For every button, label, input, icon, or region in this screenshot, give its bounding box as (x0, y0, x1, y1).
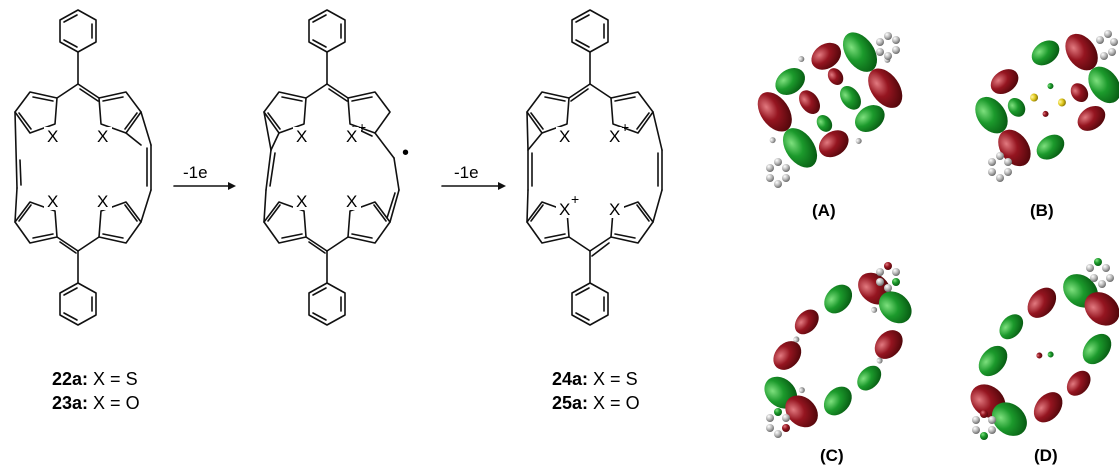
panel-label: (D) (1034, 446, 1058, 465)
heteroatom-label: X (47, 192, 58, 211)
heteroatom-label: X (559, 127, 570, 146)
orbital-panel-a: (A) (757, 32, 903, 220)
pyrrole-ring-top-left (263, 91, 307, 134)
charge-plus: + (571, 191, 579, 207)
heteroatom-label: X (97, 127, 108, 146)
heteroatom-label: X (559, 200, 570, 219)
radical-dot: • (402, 142, 409, 164)
phenyl-ball-stick (766, 32, 900, 188)
phenyl-ring-top (308, 9, 346, 53)
phenyl-ring-top (59, 9, 97, 53)
structure-radical-cation: • X X + X X (263, 9, 409, 326)
reaction-arrow-2: -1e (441, 163, 506, 190)
structure-neutral: X X X X (14, 9, 152, 326)
phenyl-ring-top (571, 9, 609, 53)
heteroatom-label: X (97, 192, 108, 211)
pyrrole-ring-top-right (610, 91, 654, 134)
heteroatom-label: X (47, 127, 58, 146)
phenyl-ring-bottom (571, 282, 609, 326)
charge-plus: + (358, 119, 366, 135)
phenyl-ball-stick (988, 30, 1118, 182)
charge-plus: + (621, 119, 629, 135)
compound-label-24a: 24a: X = S (552, 369, 638, 389)
panel-label: (A) (812, 201, 836, 220)
heteroatom-label: X (609, 127, 620, 146)
arrow-label: -1e (454, 163, 479, 182)
orbital-render (764, 272, 912, 428)
heteroatom-label: X (296, 127, 307, 146)
heteroatom-label: X (296, 192, 307, 211)
pyrrole-ring-top-left (526, 91, 570, 134)
orbital-panel-b: (B) (975, 30, 1119, 220)
panel-label: (C) (820, 446, 844, 465)
compound-label-22a: 22a: X = S (52, 369, 138, 389)
heteroatom-label: X (346, 127, 357, 146)
structure-dication: X X + X + X (526, 9, 663, 326)
orbital-render (970, 274, 1119, 436)
pyrrole-ring-top-left (14, 91, 58, 134)
panel-label: (B) (1030, 201, 1054, 220)
orbital-render (757, 32, 903, 168)
heteroatom-label: X (346, 192, 357, 211)
compound-label-25a: 25a: X = O (552, 393, 640, 413)
compound-label-23a: 23a: X = O (52, 393, 140, 413)
reaction-arrow-1: -1e (173, 163, 236, 190)
arrow-label: -1e (183, 163, 208, 182)
orbital-render (975, 33, 1119, 167)
orbital-panel-d: (D) (970, 258, 1119, 465)
phenyl-ball-stick (766, 262, 900, 438)
phenyl-ring-bottom (59, 282, 97, 326)
orbital-panel-c: (C) (764, 262, 912, 465)
pyrrole-ring-top-right (98, 91, 142, 134)
phenyl-ring-bottom (308, 282, 346, 326)
heteroatom-label: X (609, 200, 620, 219)
phenyl-ball-stick (972, 258, 1114, 440)
pyrrole-ring-top-right (347, 91, 391, 134)
